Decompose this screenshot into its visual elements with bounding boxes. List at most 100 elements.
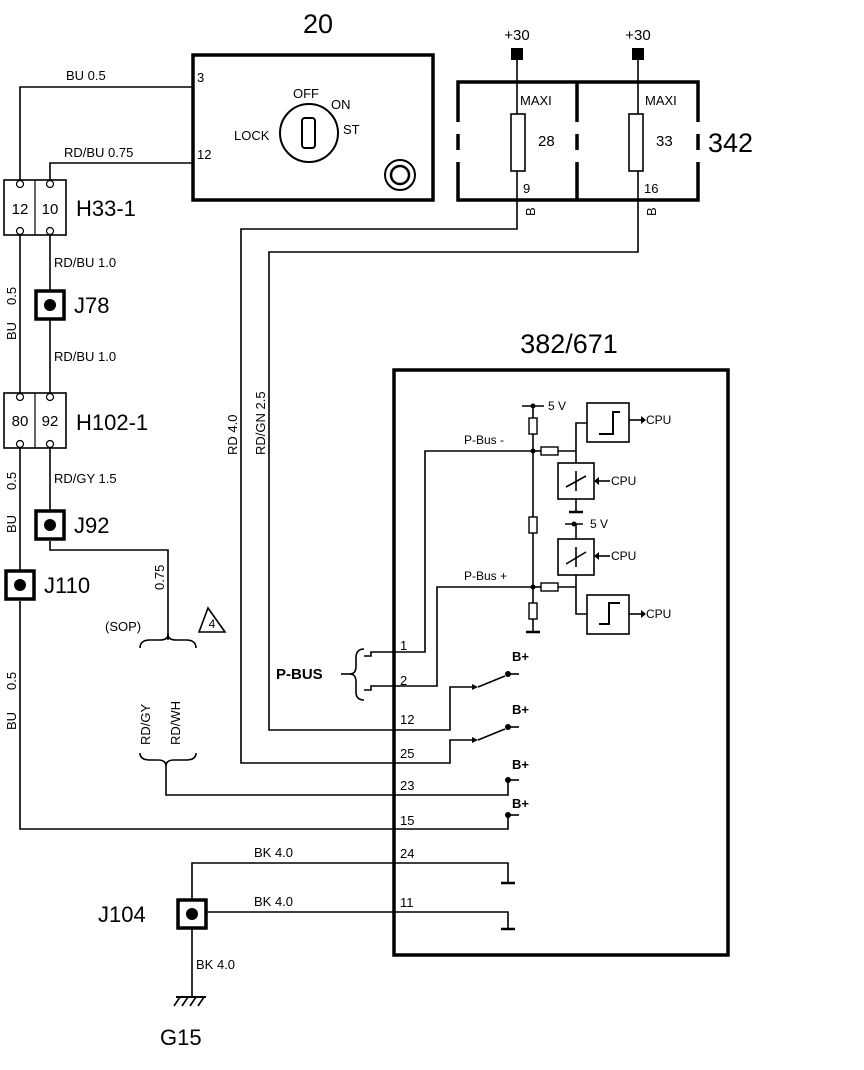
supply-right-label: +30 (625, 27, 650, 44)
wire-rdbu-075-label: RD/BU 0.75 (64, 145, 133, 160)
control-module-box (392, 368, 730, 957)
cpu-label-3: CPU (611, 549, 636, 563)
wire-size-05-a: 0.5 (4, 287, 19, 305)
supply-5v-bottom: 5 V (590, 517, 608, 531)
control-module-ref: 382/671 (520, 329, 618, 359)
wire-rd-40 (240, 200, 518, 764)
wire-bk-40-b: BK 4.0 (254, 894, 293, 909)
b-plus-3: B+ (512, 757, 529, 772)
bplus-pin23-wire (395, 780, 509, 796)
wire-rdbu-ignition (49, 162, 193, 180)
wire-b-right: B (644, 207, 659, 216)
h33-pin-left: 12 (12, 201, 29, 218)
wire-size-05-c: 0.5 (4, 672, 19, 690)
connector-h102: 80 92 H102-1 (3, 392, 148, 449)
h102-ref: H102-1 (76, 410, 148, 435)
supply-right-terminal (632, 48, 644, 60)
ignition-pin-3: 3 (197, 70, 204, 85)
resistor-top-icon (528, 417, 538, 435)
wire-rdgn-25 (268, 200, 639, 731)
series-resistor-minus-icon (540, 446, 559, 456)
module-pin-23: 23 (400, 778, 414, 793)
p-bus: P-BUS (276, 648, 395, 701)
lamp-inner-icon (389, 164, 411, 186)
ignition-lock-label: LOCK (234, 128, 270, 143)
module-pin-25: 25 (400, 746, 414, 761)
wire-rdgy-label: RD/GY (138, 704, 153, 746)
wire-rdgy-15-label: RD/GY 1.5 (54, 471, 117, 486)
fuse-left-type: MAXI (520, 93, 552, 108)
fuse-33-icon (628, 113, 644, 172)
splice-j110 (4, 569, 36, 601)
ignition-on-label: ON (331, 97, 351, 112)
note-number: 4 (209, 617, 216, 631)
ignition-switch-ref: 20 (303, 9, 333, 39)
fuse-box: +30 +30 342 MAXI MAXI 28 33 9 16 (448, 27, 753, 202)
pbus-plus-label: P-Bus + (464, 569, 507, 583)
sop-brace-top (139, 633, 197, 649)
fuse-28-icon (510, 113, 526, 172)
switch-pin12-wire (395, 686, 475, 731)
module-pin-2: 2 (400, 673, 407, 688)
splice-j92 (34, 509, 66, 541)
h33-pin-right: 10 (42, 201, 59, 218)
splice-j104-label: J104 (98, 902, 146, 927)
splices: J78 J92 J110 J104 (4, 289, 208, 930)
wire-bu-a: BU (4, 322, 19, 340)
wire-075 (49, 541, 169, 640)
splice-j78-label: J78 (74, 293, 109, 318)
wire-rdbu-10-label-b: RD/BU 1.0 (54, 349, 116, 364)
pbus-minus-label: P-Bus - (464, 433, 504, 447)
module-pin-11: 11 (400, 895, 414, 910)
fuse-left-pin: 9 (523, 181, 530, 196)
cpu-label-2: CPU (611, 474, 636, 488)
b-plus-4: B+ (512, 796, 529, 811)
wire-rdgn-25-label: RD/GN 2.5 (253, 391, 268, 455)
resistor-bottom-icon (528, 602, 538, 620)
wire-bk-40-a: BK 4.0 (254, 845, 293, 860)
splice-j92-label: J92 (74, 513, 109, 538)
internal-ground-24 (395, 862, 509, 882)
p-bus-pin1-stub (364, 651, 395, 657)
p-bus-label: P-BUS (276, 666, 323, 683)
ground-wiring: BK 4.0 BK 4.0 BK 4.0 G15 (160, 845, 395, 1050)
sop-brace-bottom (139, 752, 197, 767)
fuse-box-ref: 342 (708, 128, 753, 158)
wire-bu-ignition (19, 86, 193, 180)
connector-h33: 12 10 H33-1 (3, 179, 136, 236)
p-bus-pin2-stub (364, 685, 395, 691)
internal-pbus-plus (395, 586, 533, 687)
module-pin-1: 1 (400, 638, 407, 653)
note-triangle-icon (197, 606, 227, 633)
internal-pbus-minus (395, 450, 533, 653)
wire-bu-module-15 (19, 601, 395, 830)
bplus-pin15-wire (395, 815, 509, 830)
splice-j110-label: J110 (44, 573, 90, 598)
fuse-right-type: MAXI (645, 93, 677, 108)
wire-bu-b: BU (4, 515, 19, 533)
fuse-left-number: 28 (538, 133, 555, 150)
internal-ground-11 (395, 911, 509, 928)
ignition-st-label: ST (343, 122, 360, 137)
b-plus-1: B+ (512, 649, 529, 664)
wire-bk-module-24 (191, 862, 395, 900)
wire-bk-40-c: BK 4.0 (196, 957, 235, 972)
comparator-top-icon (586, 402, 630, 443)
feed-wiring: B RD 4.0 B RD/GN 2.5 (225, 200, 659, 764)
p-bus-brace (349, 648, 365, 701)
ignition-switch: 20 3 12 OFF ON LOCK ST (191, 9, 435, 202)
fuse-right-number: 33 (656, 133, 673, 150)
module-pin-12: 12 (400, 712, 414, 727)
control-module: 382/671 1 2 12 25 23 15 24 11 P-Bus - P-… (392, 329, 730, 957)
fuse-right-pin: 16 (644, 181, 658, 196)
resistor-mid-icon (528, 516, 538, 534)
wire-b-left: B (523, 207, 538, 216)
ignition-pin-12: 12 (197, 147, 211, 162)
supply-left-terminal (511, 48, 523, 60)
module-pin-15: 15 (400, 813, 414, 828)
b-plus-2: B+ (512, 702, 529, 717)
h102-pin-left: 80 (12, 413, 29, 430)
ignition-off-label: OFF (293, 86, 319, 101)
supply-5v-top: 5 V (548, 399, 566, 413)
wire-rdbu-10-label-a: RD/BU 1.0 (54, 255, 116, 270)
